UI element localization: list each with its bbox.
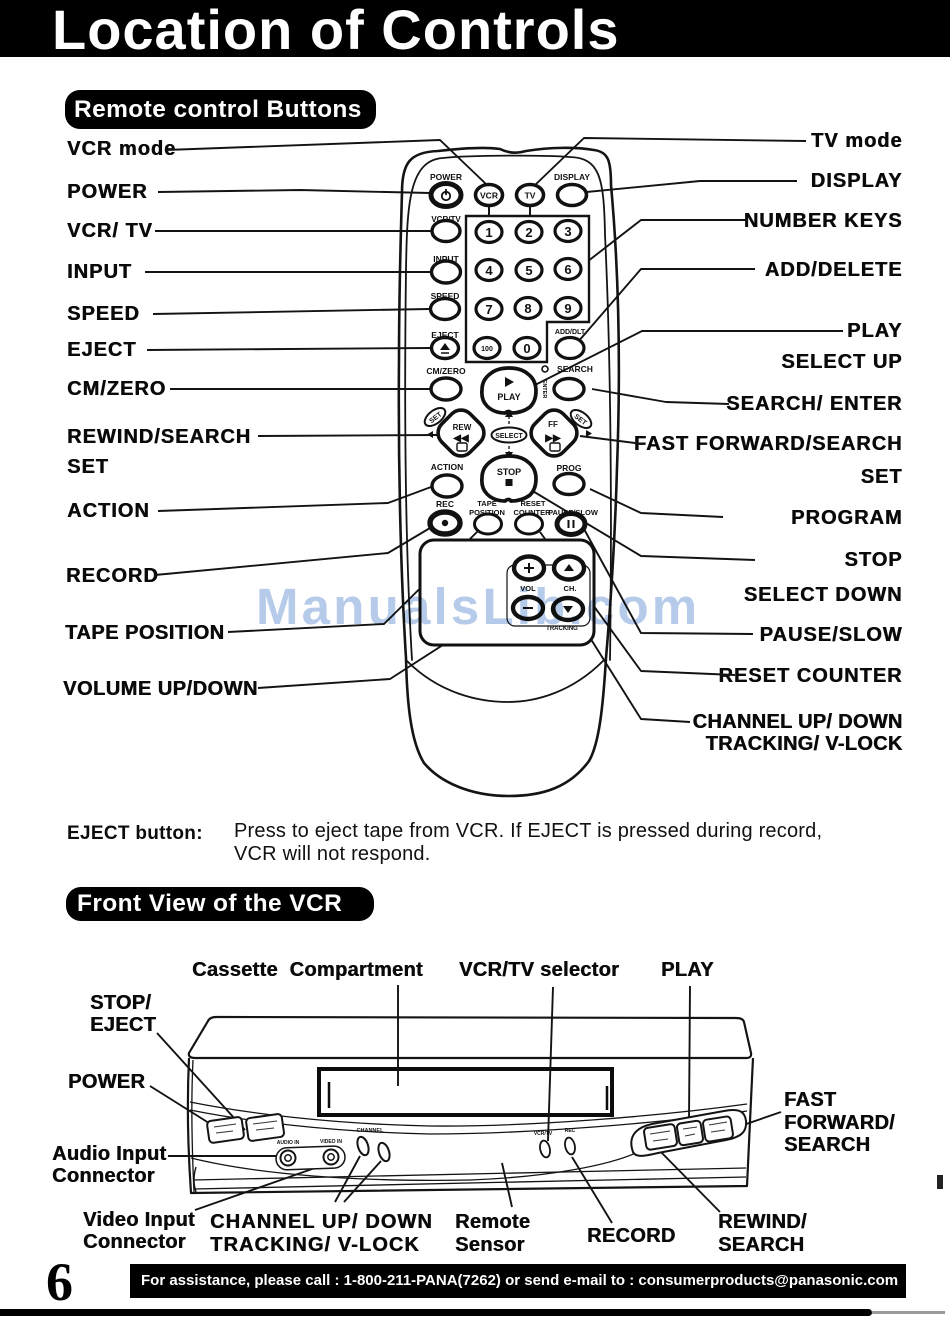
svg-text:TAPE: TAPE	[477, 499, 496, 508]
svg-text:POSITION: POSITION	[469, 508, 505, 517]
svg-text:▶▶: ▶▶	[544, 433, 562, 444]
svg-text:PAUSE/SLOW: PAUSE/SLOW	[548, 508, 599, 517]
svg-text:STOP: STOP	[497, 467, 521, 477]
svg-text:2: 2	[525, 225, 532, 240]
svg-text:ADD/DLT: ADD/DLT	[555, 329, 586, 336]
svg-text:CHANNEL: CHANNEL	[357, 1128, 385, 1134]
svg-text:VOL: VOL	[520, 584, 536, 593]
svg-text:VCR/TV: VCR/TV	[431, 215, 461, 224]
svg-text:8: 8	[524, 301, 531, 316]
svg-text:1: 1	[485, 225, 492, 240]
svg-text:INPUT: INPUT	[433, 254, 459, 264]
svg-text:COUNTER: COUNTER	[513, 508, 551, 517]
svg-text:AUDIO IN: AUDIO IN	[277, 1140, 300, 1146]
svg-text:PLAY: PLAY	[497, 392, 520, 402]
svg-text:ENTER: ENTER	[541, 380, 547, 399]
svg-text:SELECT: SELECT	[495, 433, 523, 440]
svg-text:VCR/TV: VCR/TV	[534, 1131, 553, 1137]
svg-text:FF: FF	[548, 420, 558, 429]
svg-text:100: 100	[481, 346, 493, 353]
svg-text:5: 5	[525, 263, 532, 278]
svg-text:VCR: VCR	[480, 191, 498, 201]
svg-text:4: 4	[485, 263, 493, 278]
svg-text:CM/ZERO: CM/ZERO	[426, 366, 466, 376]
svg-text:DISPLAY: DISPLAY	[554, 172, 590, 182]
svg-text:EJECT: EJECT	[431, 330, 459, 340]
svg-text:◀◀: ◀◀	[452, 433, 469, 444]
svg-text:REC: REC	[565, 1128, 576, 1134]
svg-text:TRACKING: TRACKING	[546, 626, 578, 632]
svg-text:7: 7	[485, 302, 492, 317]
svg-text:3: 3	[564, 224, 571, 239]
svg-text:CH.: CH.	[564, 584, 577, 593]
svg-text:SEARCH: SEARCH	[557, 364, 593, 374]
svg-text:REW: REW	[453, 423, 472, 432]
svg-text:REC: REC	[436, 499, 454, 509]
svg-text:SPEED: SPEED	[431, 291, 460, 301]
svg-text:6: 6	[564, 262, 571, 277]
svg-text:VIDEO IN: VIDEO IN	[320, 1139, 342, 1145]
svg-text:0: 0	[523, 341, 530, 356]
svg-text:ACTION: ACTION	[431, 462, 464, 472]
svg-text:PROG: PROG	[556, 463, 581, 473]
svg-text:9: 9	[564, 301, 571, 316]
svg-text:TV: TV	[525, 191, 536, 201]
svg-text:RESET: RESET	[520, 499, 545, 508]
svg-text:POWER: POWER	[430, 172, 462, 182]
